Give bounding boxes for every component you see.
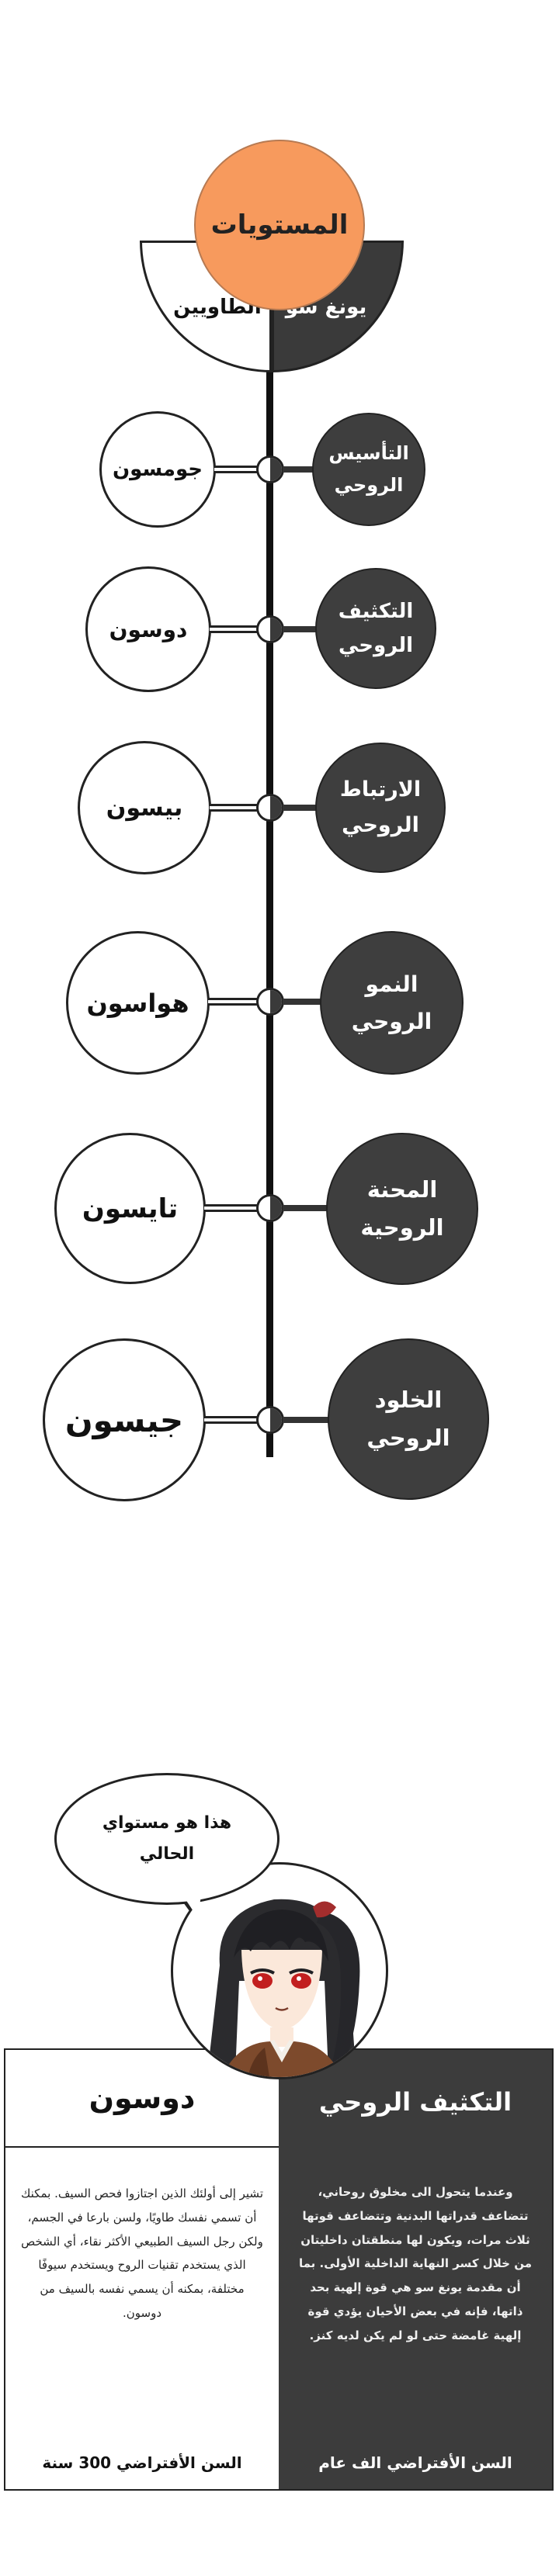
right-connector [283,1417,331,1423]
spirit-info-panel: التكثيف الروحي وعندما يتحول الى مخلوق رو… [279,2050,552,2489]
spirit-level-bubble: المحنة الروحية [326,1133,478,1285]
taoist-info-body: تشير إلى أولئك الذين اجتازوا فحص السيف. … [21,2186,263,2320]
spirit-info-title: التكثيف الروحي [318,2087,512,2117]
spirit-level-label: الخلود الروحي [366,1386,450,1451]
character-illustration [208,1899,360,2077]
spirit-level-label: النمو الروحي [351,971,432,1034]
spirit-level-bubble: التأسيس الروحي [312,413,425,526]
timeline-spine [266,371,273,1457]
level-row-4: هواسون النمو الروحي [0,931,559,1075]
level-row-1: جومسون التأسيس الروحي [0,411,559,528]
taoist-level-label: هواسون [86,988,189,1018]
spirit-level-label: التكثيف الروحي [338,599,414,657]
taoist-lifespan: السن الأفتراضي 300 سنة [42,2453,242,2472]
taoist-level-bubble: جومسون [99,411,216,528]
left-connector [204,1416,259,1424]
spirit-level-label: الارتباط الروحي [339,777,422,837]
level-info-card: دوسون تشير إلى أولئك الذين اجتازوا فحص ا… [4,2048,554,2491]
right-connector [283,1205,329,1211]
timeline-node [256,1194,284,1222]
level-row-5: تايسون المحنة الروحية [0,1133,559,1285]
timeline-node [256,1406,284,1434]
taoist-info-title: دوسون [89,2081,196,2115]
taoist-level-bubble: هواسون [66,931,210,1075]
taoist-info-panel: دوسون تشير إلى أولئك الذين اجتازوا فحص ا… [5,2050,279,2489]
right-connector [283,999,323,1005]
right-connector [283,466,315,473]
spirit-info-body: وعندما يتحول الى مخلوق روحاني، تتضاعف قد… [298,2185,532,2342]
taoist-level-label: جومسون [112,458,203,481]
taoist-level-bubble: دوسون [85,566,211,692]
left-connector [214,466,259,473]
level-row-2: دوسون التكثيف الروحي [0,566,559,692]
speech-text: هذا هو مستواي الحالي [102,1813,232,1864]
timeline-node [256,988,284,1016]
spirit-level-bubble: النمو الروحي [320,931,464,1075]
left-connector [204,1204,259,1212]
spirit-level-label: المحنة الروحية [360,1175,444,1241]
left-connector [210,625,259,633]
timeline-node [256,615,284,643]
level-row-3: بيسون الارتباط الروحي [0,741,559,877]
taoist-level-label: بيسون [106,794,183,822]
spirit-level-bubble: الخلود الروحي [328,1338,489,1500]
levels-title: المستويات [210,209,349,241]
left-connector [210,804,259,812]
taoist-level-label: تايسون [82,1193,179,1224]
spirit-level-bubble: الارتباط الروحي [315,743,446,873]
taoist-level-label: دوسون [109,616,188,642]
speech-bubble: هذا هو مستواي الحالي [54,1773,280,1905]
taoist-level-bubble: جيسون [43,1338,206,1501]
spirit-lifespan: السن الأفتراضي الف عام [318,2453,512,2472]
left-connector [208,998,259,1006]
timeline-node [256,794,284,822]
levels-title-circle: المستويات [194,140,365,310]
timeline-node [256,455,284,483]
spirit-level-bubble: التكثيف الروحي [315,568,436,689]
taoist-level-label: جيسون [64,1401,184,1439]
right-connector [283,626,318,632]
level-row-6: جيسون الخلود الروحي [0,1338,559,1501]
taoist-level-bubble: تايسون [54,1133,206,1284]
spirit-level-label: التأسيس الروحي [328,442,409,496]
taoist-level-bubble: بيسون [78,741,211,874]
taoist-title-divider [5,2146,279,2148]
right-connector [283,805,318,811]
